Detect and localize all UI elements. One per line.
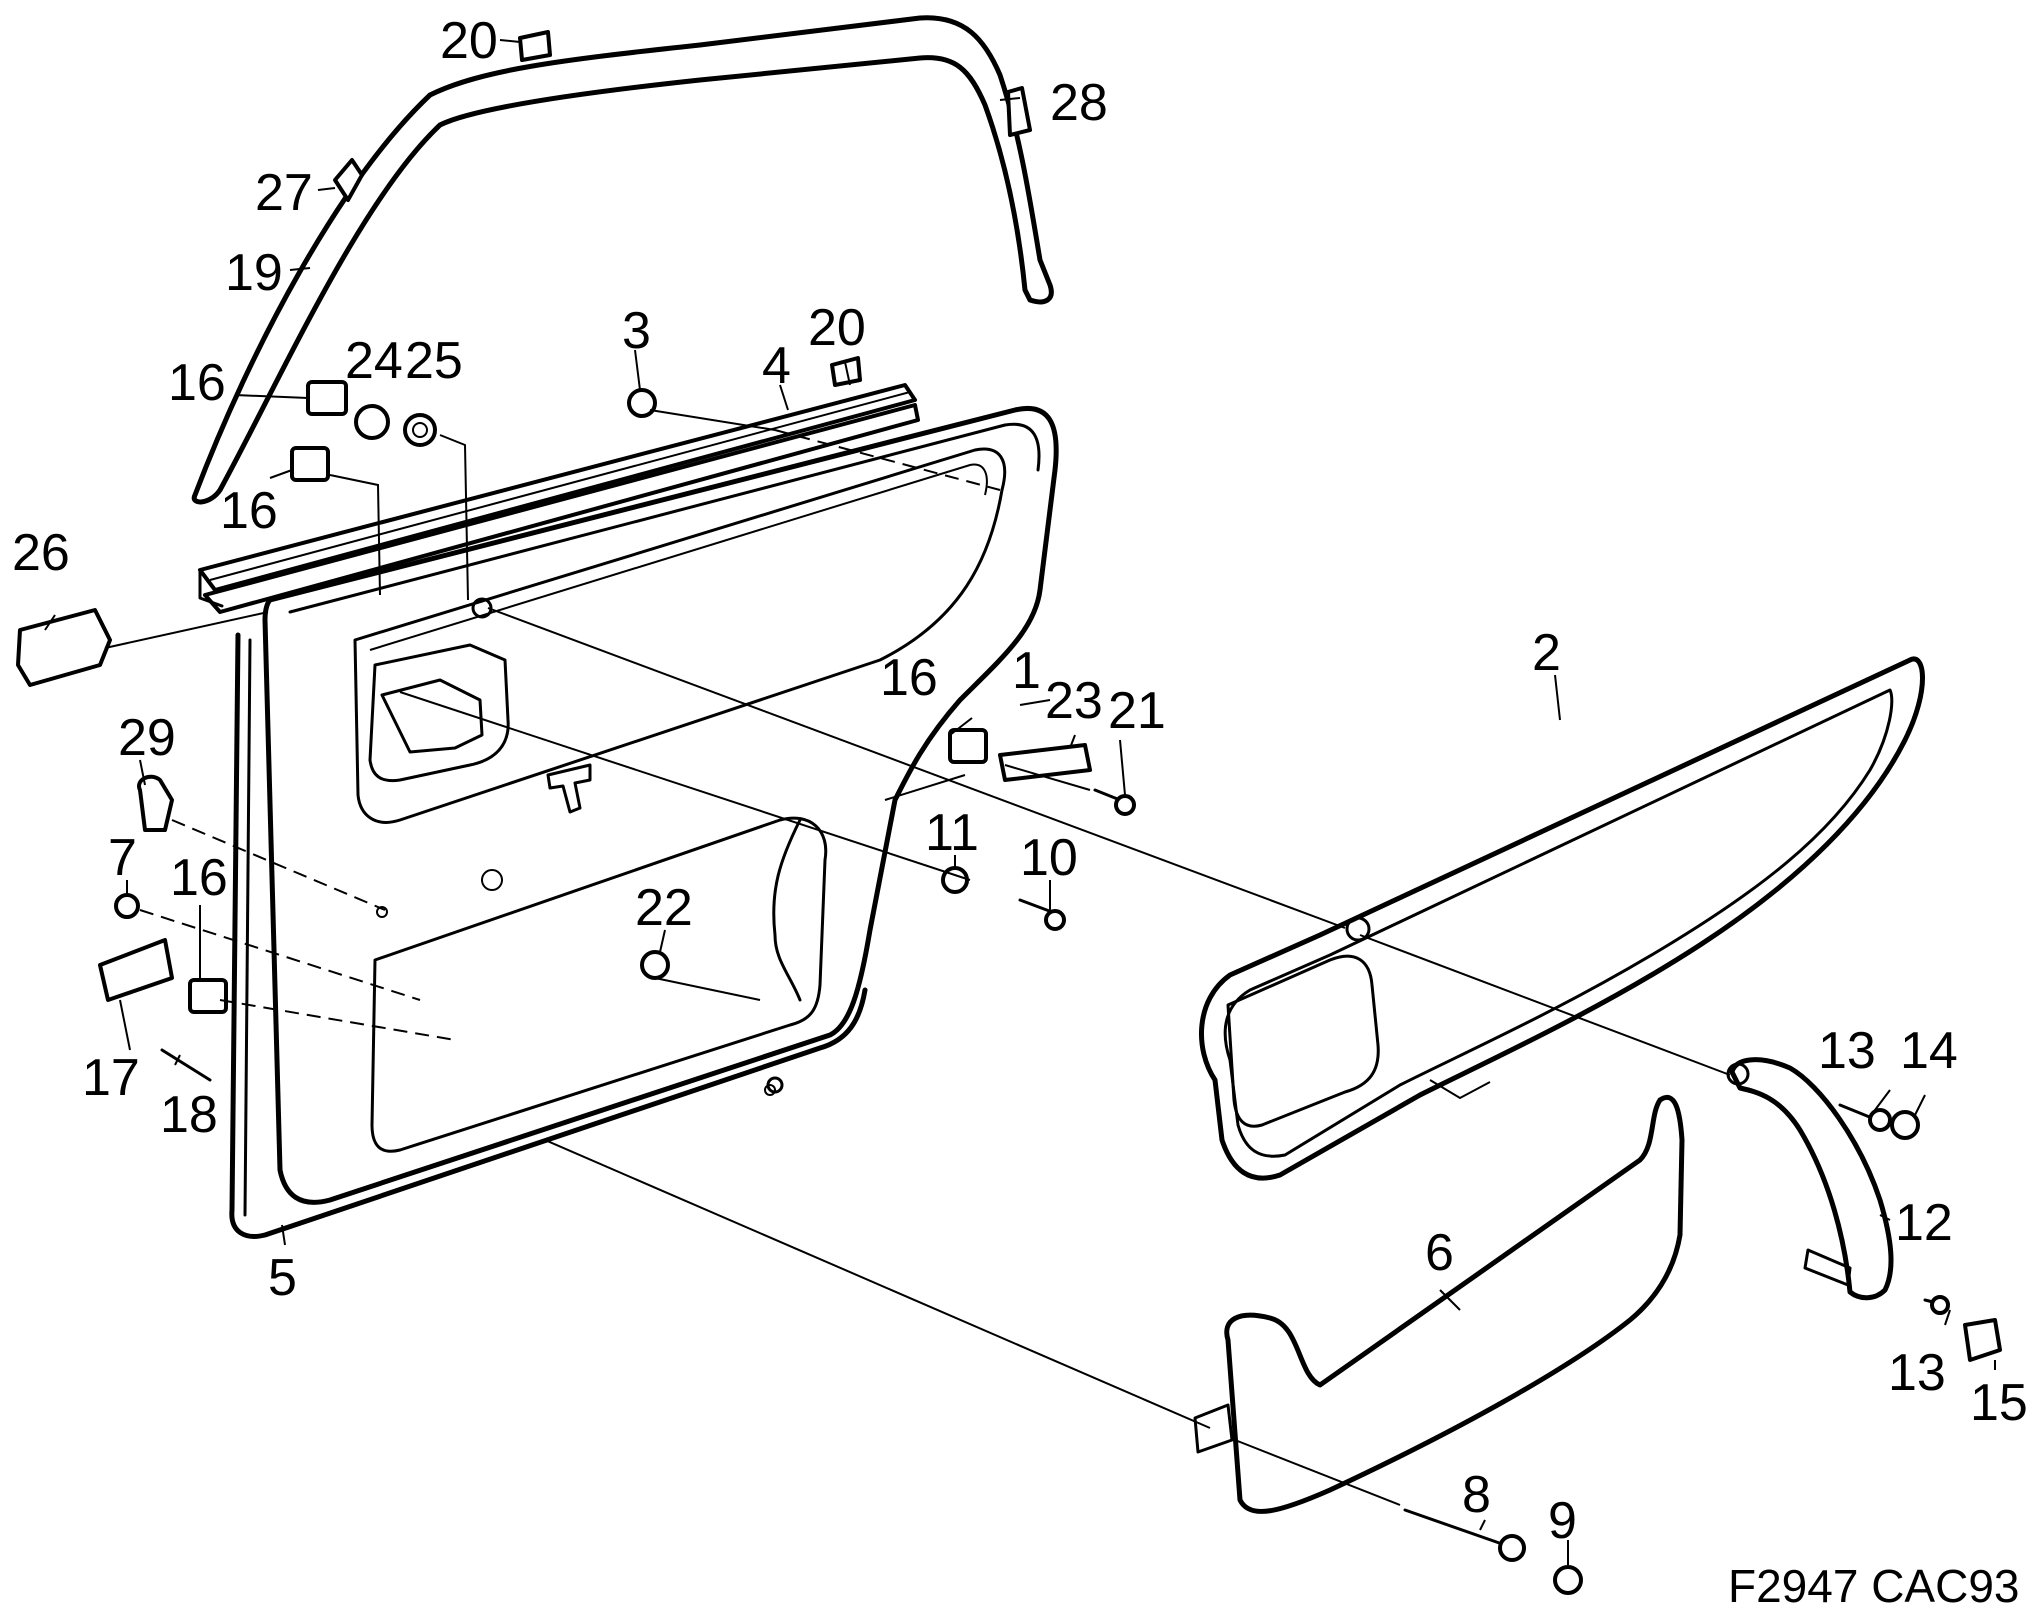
label-part-13-bottom: 13 [1888,1344,1946,1402]
label-part-16-d: 16 [170,849,228,907]
pull-handle [1726,1057,1894,1301]
label-part-29: 29 [118,709,176,767]
label-part-23: 23 [1045,672,1103,730]
label-part-10: 10 [1020,829,1078,887]
label-part-11: 11 [925,804,979,862]
label-part-24: 24 [345,332,403,390]
part-labels: 20 28 27 19 16 24 25 3 4 20 16 26 16 1 2… [12,12,2028,1550]
figure-reference-code: F2947 CAC93 [1728,1560,2020,1612]
window-frame-trim [191,15,1054,505]
label-part-13-top: 13 [1818,1022,1876,1080]
label-part-16-a: 16 [168,354,226,412]
label-part-25: 25 [405,332,463,390]
trim-insert-panel [1199,656,1925,1181]
door-panel [229,406,1059,1239]
callout-lines [44,39,1996,1565]
label-part-16-b: 16 [220,482,278,540]
label-part-21: 21 [1108,682,1166,740]
label-part-7: 7 [108,829,137,887]
label-part-3: 3 [622,302,651,360]
label-part-22: 22 [635,879,693,937]
lower-armrest [1193,1095,1685,1514]
label-part-2: 2 [1532,624,1561,682]
label-part-26: 26 [12,524,70,582]
assembly-lines [104,409,1731,1506]
label-part-9: 9 [1548,1492,1577,1550]
label-part-27: 27 [255,164,313,222]
label-part-4: 4 [762,337,791,395]
hardware-parts [16,30,2002,1595]
label-part-28: 28 [1050,74,1108,132]
label-part-18: 18 [160,1086,218,1144]
label-part-8: 8 [1462,1466,1491,1524]
label-part-12: 12 [1895,1194,1953,1252]
label-part-20-mid: 20 [808,299,866,357]
label-part-15: 15 [1970,1374,2028,1432]
label-part-1: 1 [1012,642,1041,700]
label-part-6: 6 [1425,1224,1454,1282]
label-part-19: 19 [225,244,283,302]
label-part-17: 17 [82,1049,140,1107]
label-part-14: 14 [1900,1022,1958,1080]
label-part-16-c: 16 [880,649,938,707]
label-part-20-top: 20 [440,12,498,70]
label-part-5: 5 [268,1249,297,1307]
